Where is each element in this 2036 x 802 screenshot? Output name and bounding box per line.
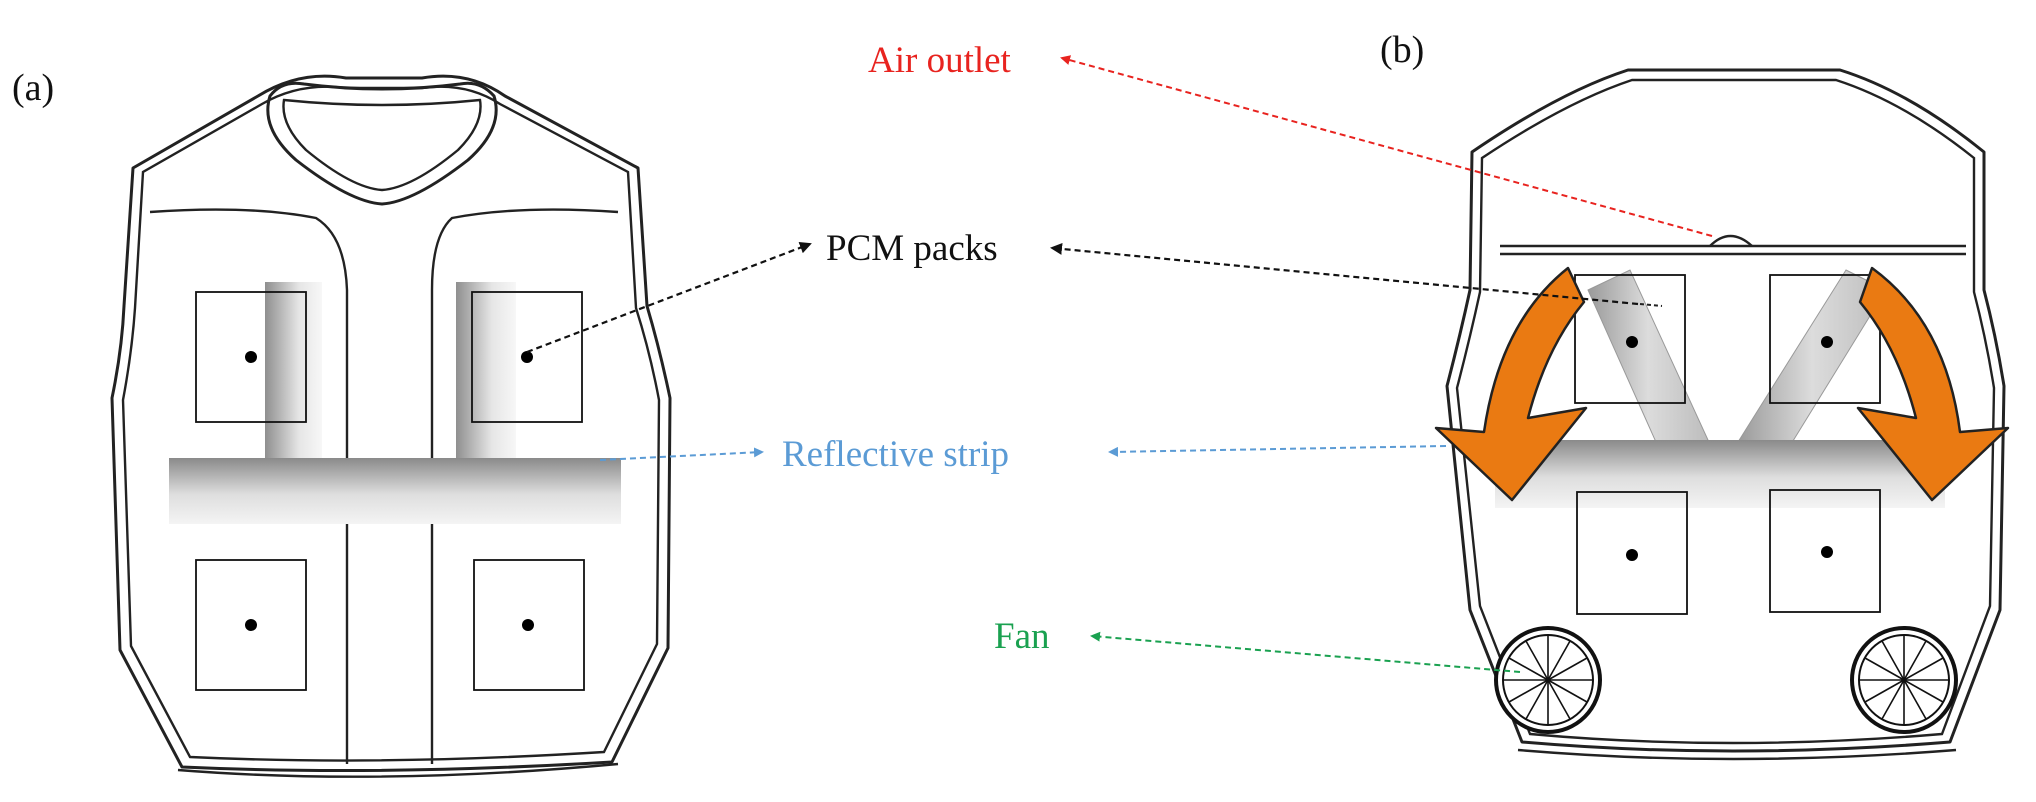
fan-left: [1494, 626, 1602, 734]
pcm-strip-right: [456, 282, 516, 460]
air-outlet-bump: [1709, 234, 1753, 247]
pocket-b-bottom-right-dot: [1821, 546, 1833, 558]
pocket-a-bottom-right-dot: [522, 619, 534, 631]
label-reflective-strip: Reflective strip: [782, 434, 1009, 475]
pocket-b-top-right-dot: [1821, 336, 1833, 348]
pocket-b-bottom-right: [1769, 489, 1881, 613]
vest-b-outline-inner: [1455, 78, 1996, 745]
vest-front-view: (a): [12, 67, 672, 778]
vest-back-view: (b): [1380, 29, 2010, 761]
reflective-strip-a: [169, 458, 621, 524]
vest-a-outline: [110, 74, 672, 773]
vest-a-left-panel-edge: [149, 208, 349, 764]
pocket-b-bottom-left: [1576, 491, 1688, 615]
pocket-a-bottom-right: [473, 559, 585, 691]
reflective-strip-leader-a: [599, 447, 764, 461]
pocket-b-top-right: [1769, 274, 1881, 404]
vest-a-right-panel-edge: [430, 208, 619, 764]
pocket-b-bottom-left-dot: [1626, 549, 1638, 561]
pocket-a-bottom-left: [195, 559, 307, 691]
pcm-packs-leader-a: [526, 241, 812, 354]
reflective-strip-leader-b: [1108, 445, 1447, 457]
pocket-b-top-left-dot: [1626, 336, 1638, 348]
pocket-b-top-left: [1574, 274, 1686, 404]
label-fan: Fan: [994, 616, 1050, 657]
pcm-pack-leader-end: [1639, 303, 1663, 307]
airflow-arrow-right: [1856, 266, 2010, 502]
panel-label-a: (a): [12, 67, 54, 109]
vest-a-neckline-inner: [282, 98, 482, 192]
label-pcm-packs: PCM packs: [826, 228, 998, 269]
vest-b-outline: [1445, 68, 2006, 753]
pocket-a-top-right: [471, 291, 583, 423]
reflective-strip-b: [1495, 440, 1945, 508]
fan-leader: [1090, 631, 1521, 673]
fan-right: [1850, 626, 1958, 734]
pcm-packs-leader-b: [1050, 242, 1639, 306]
label-air-outlet: Air outlet: [868, 40, 1012, 81]
air-outlet-leader: [1060, 55, 1713, 237]
panel-label-b: (b): [1380, 29, 1424, 71]
pocket-a-bottom-left-dot: [245, 619, 257, 631]
airflow-arrow-left: [1434, 266, 1588, 502]
pocket-a-top-left: [195, 291, 307, 423]
vest-a-neckline: [266, 81, 498, 206]
pocket-a-top-left-dot: [245, 351, 257, 363]
pcm-pack-tilted-left: [1587, 269, 1709, 461]
pocket-a-top-right-dot: [521, 351, 533, 363]
vest-a-hem: [177, 762, 619, 778]
vest-b-hem: [1517, 748, 1957, 761]
pcm-strip-left: [265, 282, 322, 460]
